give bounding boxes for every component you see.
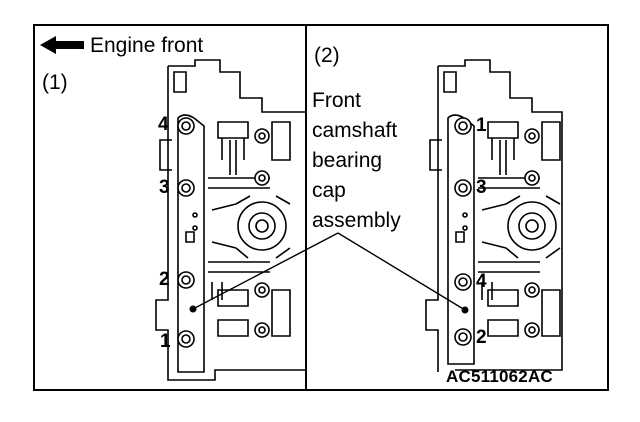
callout-line-4: cap <box>312 179 346 202</box>
callout-leaders <box>189 232 469 314</box>
bolt-number: 2 <box>159 269 170 290</box>
bolt-number: 1 <box>160 331 171 352</box>
camshaft-drawing-right <box>425 59 563 372</box>
bolt-number: 1 <box>476 115 487 136</box>
callout-line-1: Front <box>312 89 362 112</box>
figure-code: AC511062AC <box>446 367 553 386</box>
callout-line-5: assembly <box>312 209 401 232</box>
camshaft-drawing-left <box>155 59 306 381</box>
callout-line-2: camshaft <box>312 119 398 142</box>
bolt-number: 3 <box>159 177 170 198</box>
callout-line-3: bearing <box>312 149 383 172</box>
figure-frame <box>33 24 609 391</box>
bolts-right <box>454 117 540 346</box>
bolt-number: 4 <box>158 114 169 135</box>
view-2-label: (2) <box>314 44 340 67</box>
bolt-number: 4 <box>476 271 487 292</box>
bolts-left <box>177 117 270 348</box>
bolt-number: 2 <box>476 327 487 348</box>
bolt-number: 3 <box>476 177 487 198</box>
view-1-label: (1) <box>42 71 68 94</box>
engine-front-label: Engine front <box>90 34 204 57</box>
engine-front-arrow-icon <box>40 36 84 54</box>
